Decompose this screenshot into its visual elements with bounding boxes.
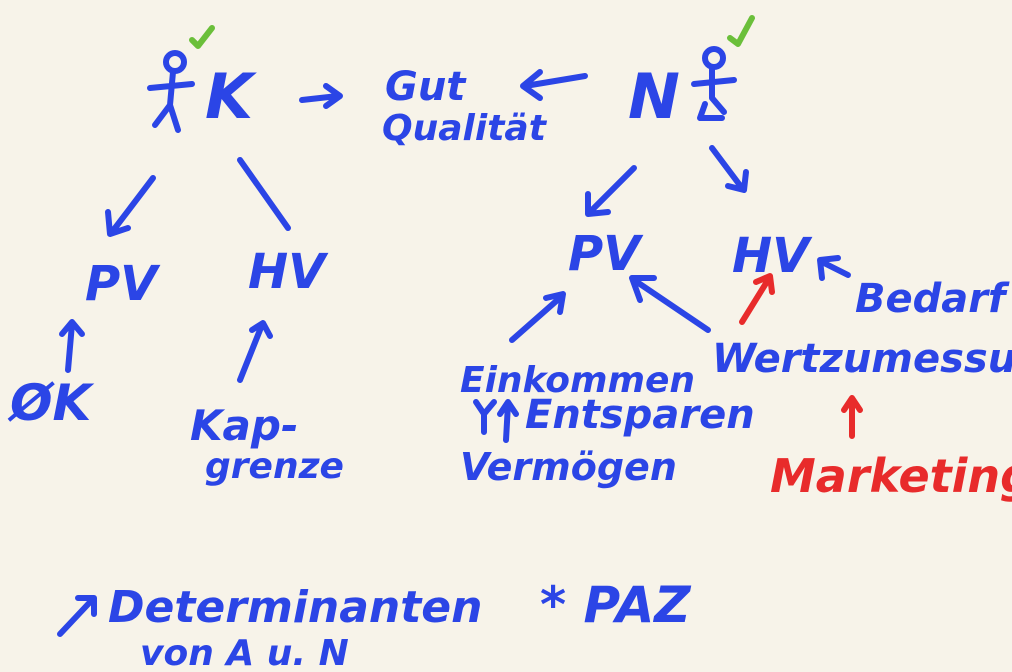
arrow-n-to-hv (709, 145, 749, 193)
arrow-wertzumessung-to-pv (629, 275, 711, 333)
left-hv-label: HV (248, 244, 329, 300)
arrow-note-icon (57, 595, 97, 637)
center-label-qualitaet: Qualität (382, 108, 548, 149)
left-pv-label: PV (85, 256, 161, 312)
red-arrow-marketing-up (841, 395, 863, 439)
fork-arrow-vermoegen (473, 399, 497, 435)
arrow-entsparen-up (497, 399, 519, 443)
center-label-gut: Gut (385, 64, 467, 110)
check-mark-left-icon (189, 25, 215, 49)
right-bedarf-label: Bedarf (855, 276, 1010, 322)
note-paz: * PAZ (540, 576, 692, 634)
right-pv-label: PV (568, 226, 644, 282)
right-marketing-label: Marketing (770, 449, 1012, 503)
arrow-einkommen-to-pv (509, 291, 566, 343)
arrow-k-to-gut (299, 83, 343, 109)
arrow-kap-to-hv (237, 320, 273, 383)
line-k-to-hv (237, 157, 291, 231)
left-hv-cause-line1: Kap- (190, 401, 298, 450)
arrow-n-to-pv (585, 165, 637, 217)
left-hv-cause-line2: grenze (205, 446, 344, 487)
actor-label-k: K (205, 60, 257, 133)
red-arrow-to-hv (739, 273, 775, 325)
actor-label-n: N (628, 60, 680, 133)
right-einkommen-label: Einkommen (460, 360, 695, 401)
arrow-bedarf-to-hv (817, 255, 851, 281)
stick-figure-right-icon (691, 46, 737, 121)
arrow-n-to-gut (520, 69, 588, 101)
right-vermoegen-label: Vermögen (460, 445, 677, 489)
right-wertzumessung-label: Wertzumessung (712, 336, 1012, 382)
note-determinanten: Determinanten (108, 582, 482, 633)
right-entsparen-label: Entsparen (525, 392, 755, 438)
left-pv-cause: ØK (7, 374, 95, 432)
check-mark-right-icon (727, 15, 755, 47)
stick-figure-left-icon (147, 50, 195, 133)
arrow-k-to-pv (105, 175, 156, 237)
arrow-ok-to-pv (59, 319, 85, 373)
note-von-a-und-n: von A u. N (140, 633, 349, 672)
